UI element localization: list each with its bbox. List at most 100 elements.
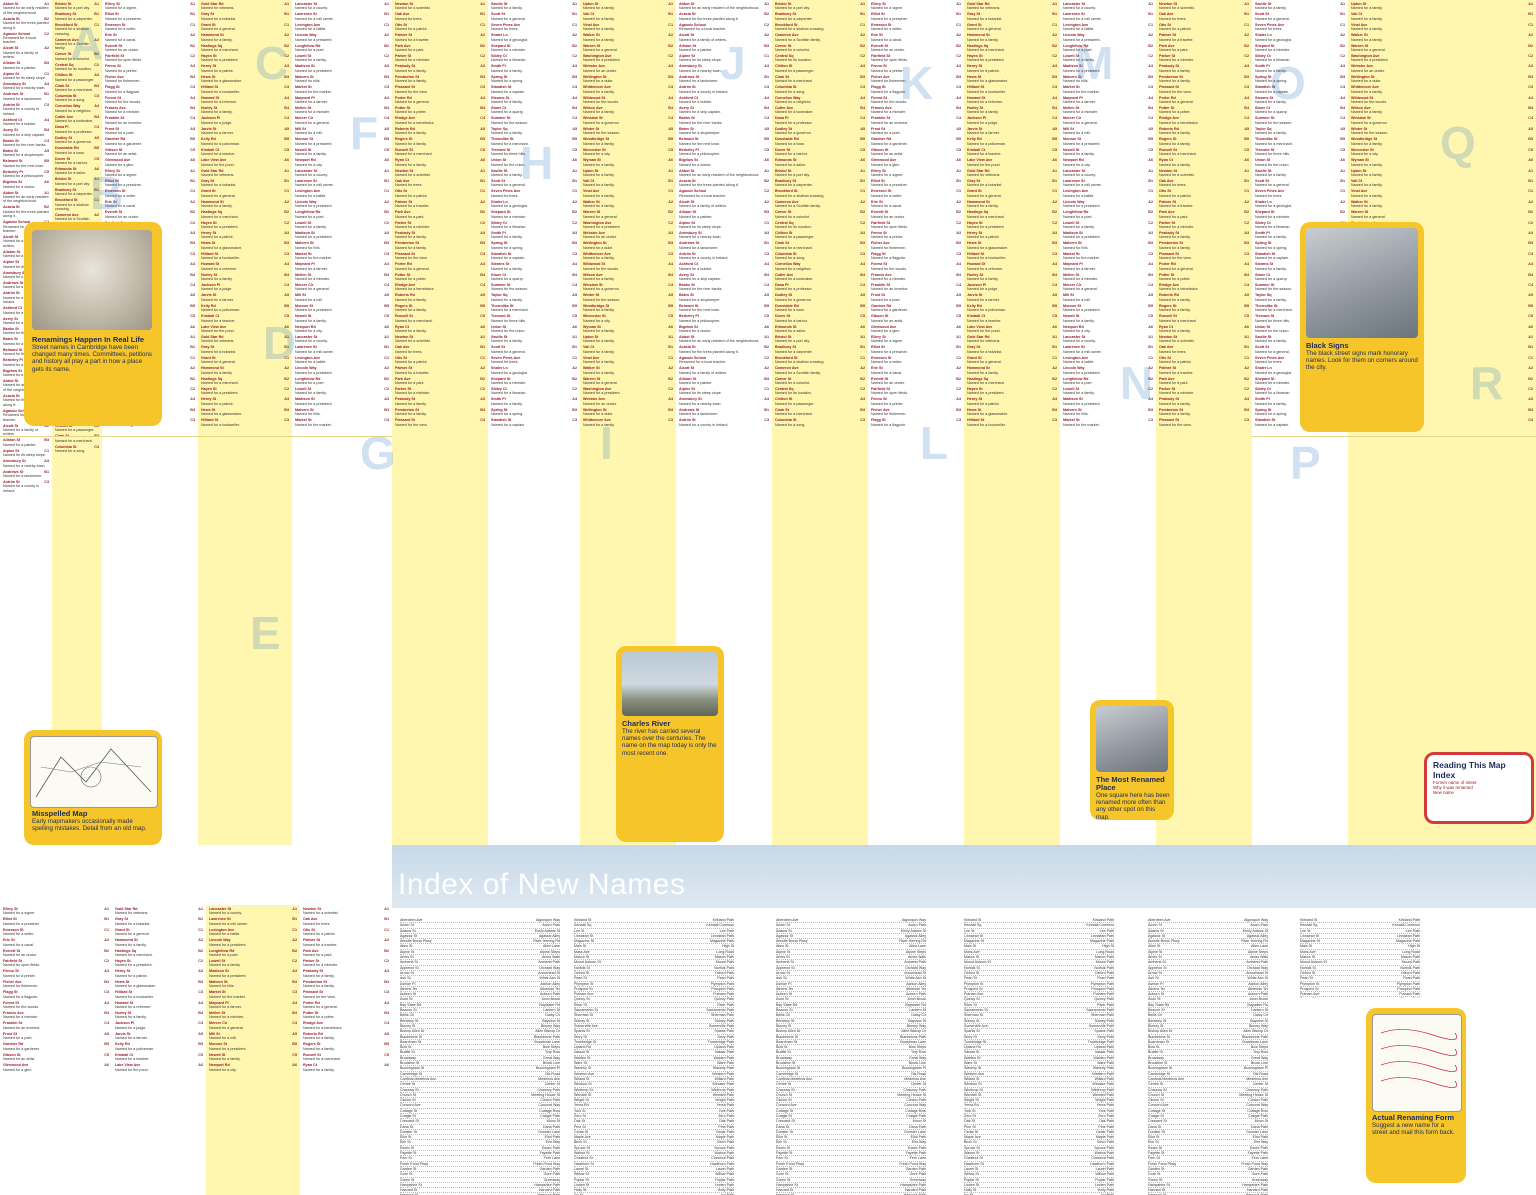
grid-coordinate: A6	[480, 158, 485, 163]
street-entry-text: Named for the view.	[1159, 256, 1192, 261]
street-entry-text: Named for a president.	[1063, 235, 1101, 240]
street-entry-text: Named for a family.	[583, 6, 615, 11]
grid-coordinate: A4	[1148, 262, 1153, 267]
index-new-name: Emily Adams St	[534, 928, 560, 933]
street-entry-text: Named for a printer.	[871, 68, 904, 73]
grid-coordinate: C1	[44, 448, 49, 453]
grid-coordinate: C5	[956, 314, 961, 319]
grid-coordinate: A4	[190, 95, 195, 100]
street-entry-text: Named for hills.	[295, 79, 321, 84]
index-old-name: River St	[964, 1002, 977, 1007]
index-new-name: Great Way	[542, 1055, 560, 1060]
street-entry-text: Named for open fields.	[3, 963, 41, 968]
index-old-name: Windsor St	[574, 1082, 592, 1087]
index-old-name: Mason St	[1300, 955, 1316, 960]
grid-coordinate: A5	[668, 126, 673, 131]
street-entry-text: Named for open fields.	[871, 58, 909, 63]
street-entry-text: Named for a family.	[583, 339, 615, 344]
index-old-name: Harvard St	[400, 1188, 418, 1193]
index-new-name: Story Path	[1097, 1034, 1114, 1039]
street-entry-text: Named for a general.	[967, 360, 1002, 365]
street-entry-text: Named for the trees planted along it.	[679, 349, 739, 354]
grid-coordinate: C5	[384, 1052, 389, 1057]
street-entry-text: Named for a professor.	[775, 287, 813, 292]
street-entry-text: Named for a scientist.	[303, 911, 339, 916]
grid-coordinate: C5	[1148, 314, 1153, 319]
index-old-name: Fern St	[400, 1156, 412, 1161]
grid-coordinate: A5	[860, 126, 865, 131]
street-entry-text: Named for a battle.	[209, 932, 241, 937]
black-signs-text: The black street signs mark honorary nam…	[1306, 350, 1418, 372]
street-entry-text: Named for a patriot.	[1159, 360, 1192, 365]
grid-coordinate: C5	[1052, 314, 1057, 319]
grid-coordinate: A1	[956, 2, 961, 6]
grid-coordinate: A4	[1052, 262, 1057, 267]
grid-coordinate: B2	[190, 43, 195, 48]
index-old-name: Willard St	[574, 1076, 590, 1081]
index-old-name: Hampshire St	[400, 1182, 422, 1187]
street-entry-text: Named for a park.	[395, 48, 425, 53]
street-entry-text: Named for hills.	[209, 984, 235, 989]
street-entry-text: Named for a farmer.	[1063, 266, 1096, 271]
legend-line: Former name of street	[1433, 780, 1477, 785]
index-new-name: Willow Path	[1095, 1172, 1114, 1177]
street-entry-text: Named for a painter.	[3, 442, 37, 447]
street-entry-text: Named for the next town.	[679, 308, 721, 313]
grid-coordinate: C3	[1148, 418, 1153, 423]
street-entry-text: Renamed for a local teacher.	[3, 224, 37, 233]
grid-coordinate: A1	[44, 190, 49, 195]
street-entry-text: Named for a sailor.	[775, 162, 806, 167]
street-entry-text: Named for a governor.	[775, 297, 812, 302]
